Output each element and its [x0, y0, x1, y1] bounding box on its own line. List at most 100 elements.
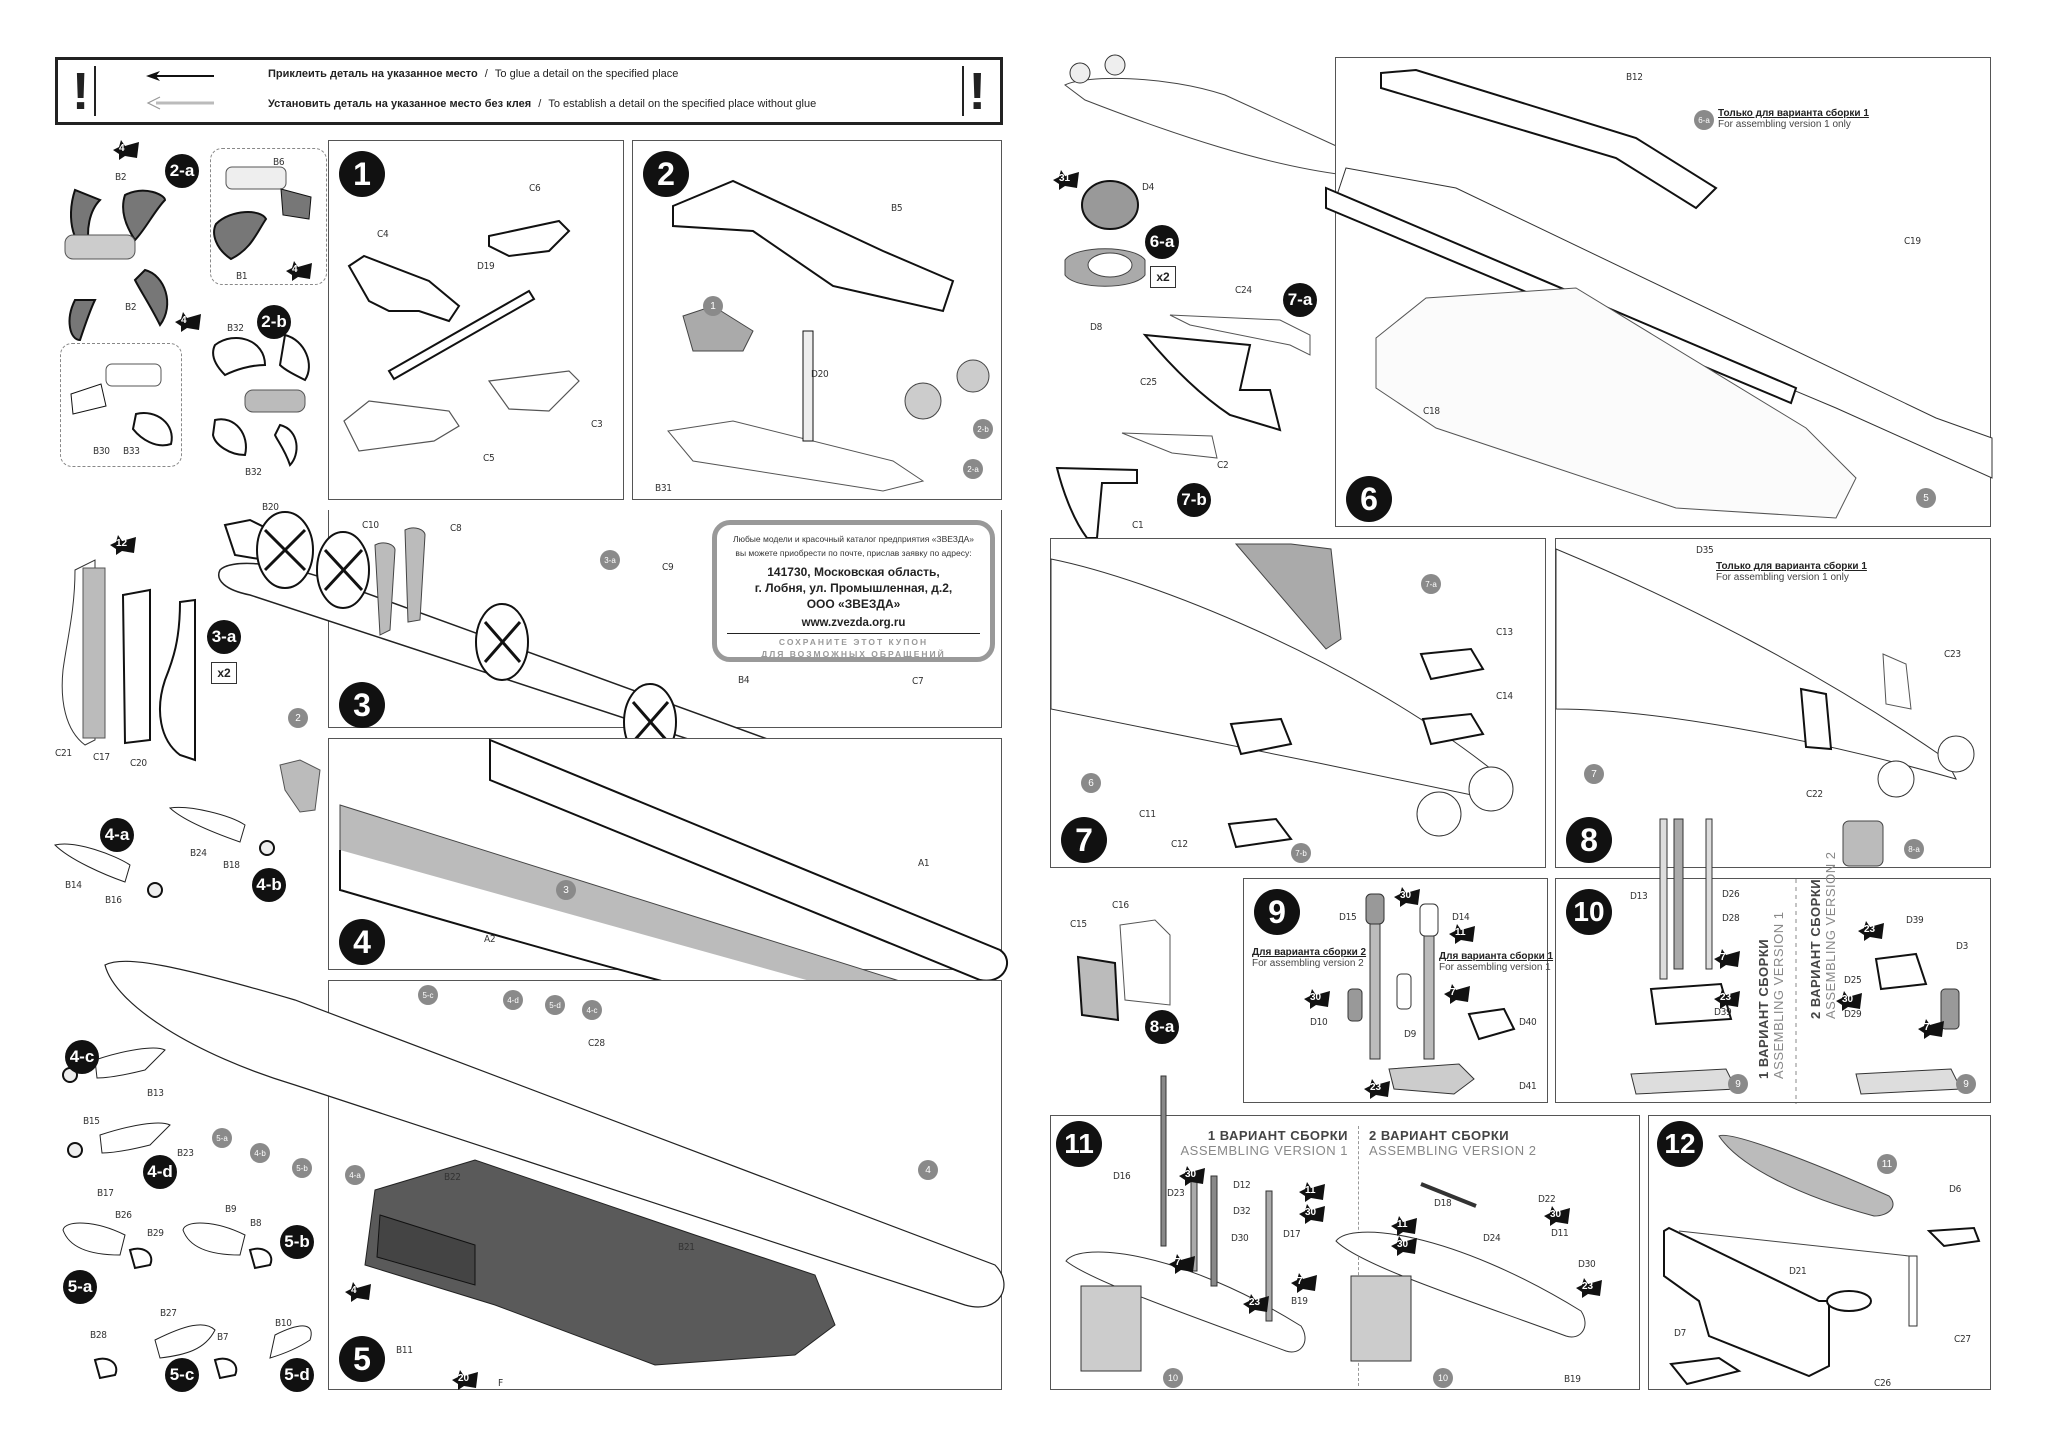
step-number-badge: 1	[339, 151, 385, 197]
part-label: C2	[1217, 460, 1229, 471]
step-number-badge: 3	[339, 682, 385, 728]
part-label: D3	[1956, 941, 1969, 952]
part-label: D8	[1090, 322, 1103, 333]
no-glue-arrow-icon	[146, 96, 214, 110]
substep-5-area: 5-a 5-b 5-c 5-d B26 B29 B9 B8 B27 B28 B1…	[55, 1204, 315, 1395]
substep-7b-area: C2 C1 7-b	[1052, 428, 1252, 539]
part-label: B9	[225, 1204, 237, 1215]
paint-marker: 30	[1836, 991, 1862, 1011]
part-label: B2	[125, 302, 137, 313]
ref-badge: 5-c	[418, 985, 438, 1005]
legend-noglue-text: Установить деталь на указанное место без…	[268, 98, 816, 110]
display-case-drawing	[1663, 1134, 1981, 1386]
part-label: D19	[477, 261, 495, 272]
note-ru: Только для варианта сборки 1	[1716, 561, 1867, 572]
step-number-badge: 12	[1657, 1121, 1703, 1167]
part-label: C5	[483, 453, 495, 464]
part-label: D14	[1452, 912, 1470, 923]
stabilizer-assembly-drawing	[343, 219, 580, 452]
paint-marker: 20	[452, 1370, 478, 1390]
substep-badge-7a: 7-a	[1283, 283, 1317, 317]
ref-badge: 11	[1877, 1154, 1897, 1174]
coupon-website[interactable]: www.zvezda.org.ru	[801, 617, 906, 629]
part-label: D21	[1789, 1266, 1807, 1277]
version2-title: 2 ВАРИАНТ СБОРКИ ASSEMBLING VERSION 2	[1369, 1128, 1537, 1158]
paint-marker: 12	[110, 535, 136, 555]
legend-glue-text: Приклеить деталь на указанное место / To…	[268, 68, 678, 80]
paint-marker: 30	[1391, 1236, 1417, 1256]
ref-badge: 2-b	[973, 419, 993, 439]
part-label: B6	[273, 157, 285, 168]
note-en: For assembling version 2	[1252, 958, 1364, 969]
part-label: B32	[245, 467, 262, 478]
part-label: C24	[1235, 285, 1252, 296]
propeller-blades-drawing	[211, 333, 310, 467]
paint-marker: 30	[1179, 1166, 1205, 1186]
sail-masts-drawing	[1065, 1075, 1586, 1372]
paint-marker: 7	[1444, 984, 1470, 1004]
mast-group-drawing	[1630, 818, 1962, 1104]
ref-badge: 5-b	[292, 1158, 312, 1178]
rudder-halves-drawing	[1076, 919, 1171, 1022]
part-label: C19	[1904, 236, 1921, 247]
warning-mark-left: !	[72, 63, 90, 121]
step-number-badge: 5	[339, 1336, 385, 1382]
step-number-badge: 9	[1254, 889, 1300, 935]
detail-inset-2b: B30 B33	[60, 343, 182, 467]
part-label: C10	[362, 520, 379, 531]
note-en: For assembling version 1	[1439, 962, 1551, 973]
legend-glue-en: To glue a detail on the specified place	[494, 68, 679, 80]
coupon-box: Любые модели и красочный каталог предпри…	[712, 520, 995, 662]
part-label: D16	[1113, 1171, 1131, 1182]
version-title-ru: 2 ВАРИАНТ СБОРКИ	[1369, 1128, 1510, 1143]
version2-vertical-title: 2 ВАРИАНТ СБОРКИ ASSEMBLING VERSION 2	[1808, 852, 1838, 1020]
part-label: B2	[115, 172, 127, 183]
stern-assembly-drawing	[667, 179, 990, 492]
substep-badge-2a: 2-a	[165, 154, 199, 188]
part-label: B21	[678, 1242, 695, 1253]
part-label: B13	[147, 1088, 164, 1099]
substep-badge-6a: 6-a	[1145, 225, 1179, 259]
ref-badge: 3-a	[600, 550, 620, 570]
substep-badge-4b: 4-b	[252, 868, 286, 902]
paint-marker: 23	[1364, 1079, 1390, 1099]
part-label: C15	[1070, 919, 1087, 930]
part-label: D30	[1231, 1233, 1249, 1244]
ref-badge: 5	[1916, 488, 1936, 508]
version1-vertical-title: 1 ВАРИАНТ СБОРКИ ASSEMBLING VERSION 1	[1756, 912, 1786, 1080]
part-label: C25	[1140, 377, 1157, 388]
coupon-address3: ООО «ЗВЕЗДА»	[806, 597, 901, 611]
part-label: C26	[1874, 1378, 1891, 1389]
substep-badge-3a: 3-a	[207, 620, 241, 654]
note-version1-only: Только для варианта сборки 1 For assembl…	[1716, 561, 1867, 583]
part-label: B30	[93, 446, 110, 457]
paint-marker: 11	[1449, 924, 1475, 944]
part-label: A2	[484, 934, 496, 945]
ref-badge: 6-a	[1694, 110, 1714, 130]
part-label: D20	[811, 369, 829, 380]
part-label: B27	[160, 1308, 177, 1319]
hatch-drawing	[1064, 180, 1146, 287]
paint-marker: 30	[1299, 1204, 1325, 1224]
part-label: B26	[115, 1210, 132, 1221]
part-label: C20	[130, 758, 147, 769]
part-label: B5	[891, 203, 903, 214]
substep-8a-area: C16 C15 8-a	[1060, 895, 1220, 1045]
part-label: B23	[177, 1148, 194, 1159]
step-10-panel: 10 D13 D26 D28 D39 D39 D3 D25 D29 7 23 2…	[1555, 818, 1991, 1104]
lower-rudder-drawing	[1055, 432, 1218, 539]
part-label: D26	[1722, 889, 1740, 900]
substep-badge-2b: 2-b	[257, 305, 291, 339]
version-title-en: ASSEMBLING VERSION 1	[1771, 911, 1786, 1080]
deck-and-base-drawing	[1325, 68, 1993, 519]
substep-2a-area: 2-a B2 B2 4 4 B6 B1 4	[55, 140, 327, 342]
part-label: B8	[250, 1218, 262, 1229]
part-label: C7	[912, 676, 924, 687]
ref-badge: 4-c	[582, 1000, 602, 1020]
step-1-panel: 1 C6 C4 D19 C3 C5	[328, 140, 624, 500]
step-8-panel: 8 D35 Только для варианта сборки 1 For a…	[1555, 538, 1991, 868]
part-label: C14	[1496, 691, 1513, 702]
rudder-fin-drawing	[1555, 548, 1975, 867]
part-label: B24	[190, 848, 207, 859]
part-label: D23	[1167, 1188, 1185, 1199]
